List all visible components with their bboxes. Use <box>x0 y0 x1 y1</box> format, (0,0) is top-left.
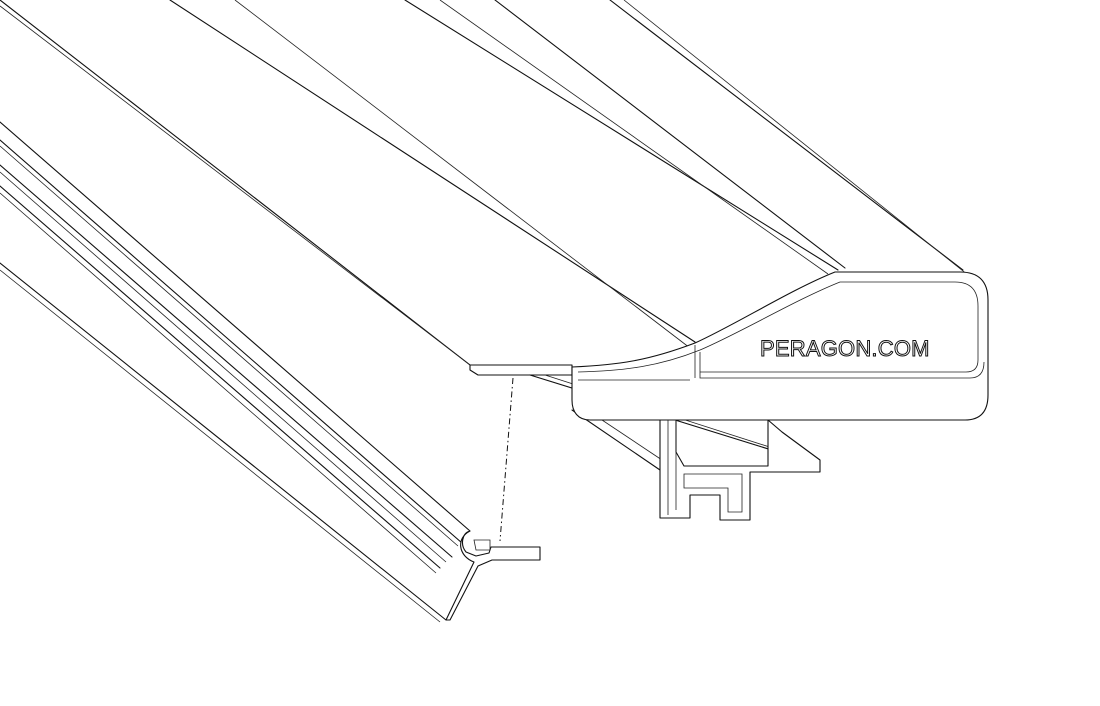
brand-label: PERAGON.COM <box>760 336 930 361</box>
side-track-rail <box>0 121 541 623</box>
side-track-end-profile <box>445 530 541 621</box>
alignment-dashed-line <box>499 377 514 542</box>
mounting-bracket <box>659 419 821 521</box>
end-cap: PERAGON.COM <box>571 271 989 421</box>
